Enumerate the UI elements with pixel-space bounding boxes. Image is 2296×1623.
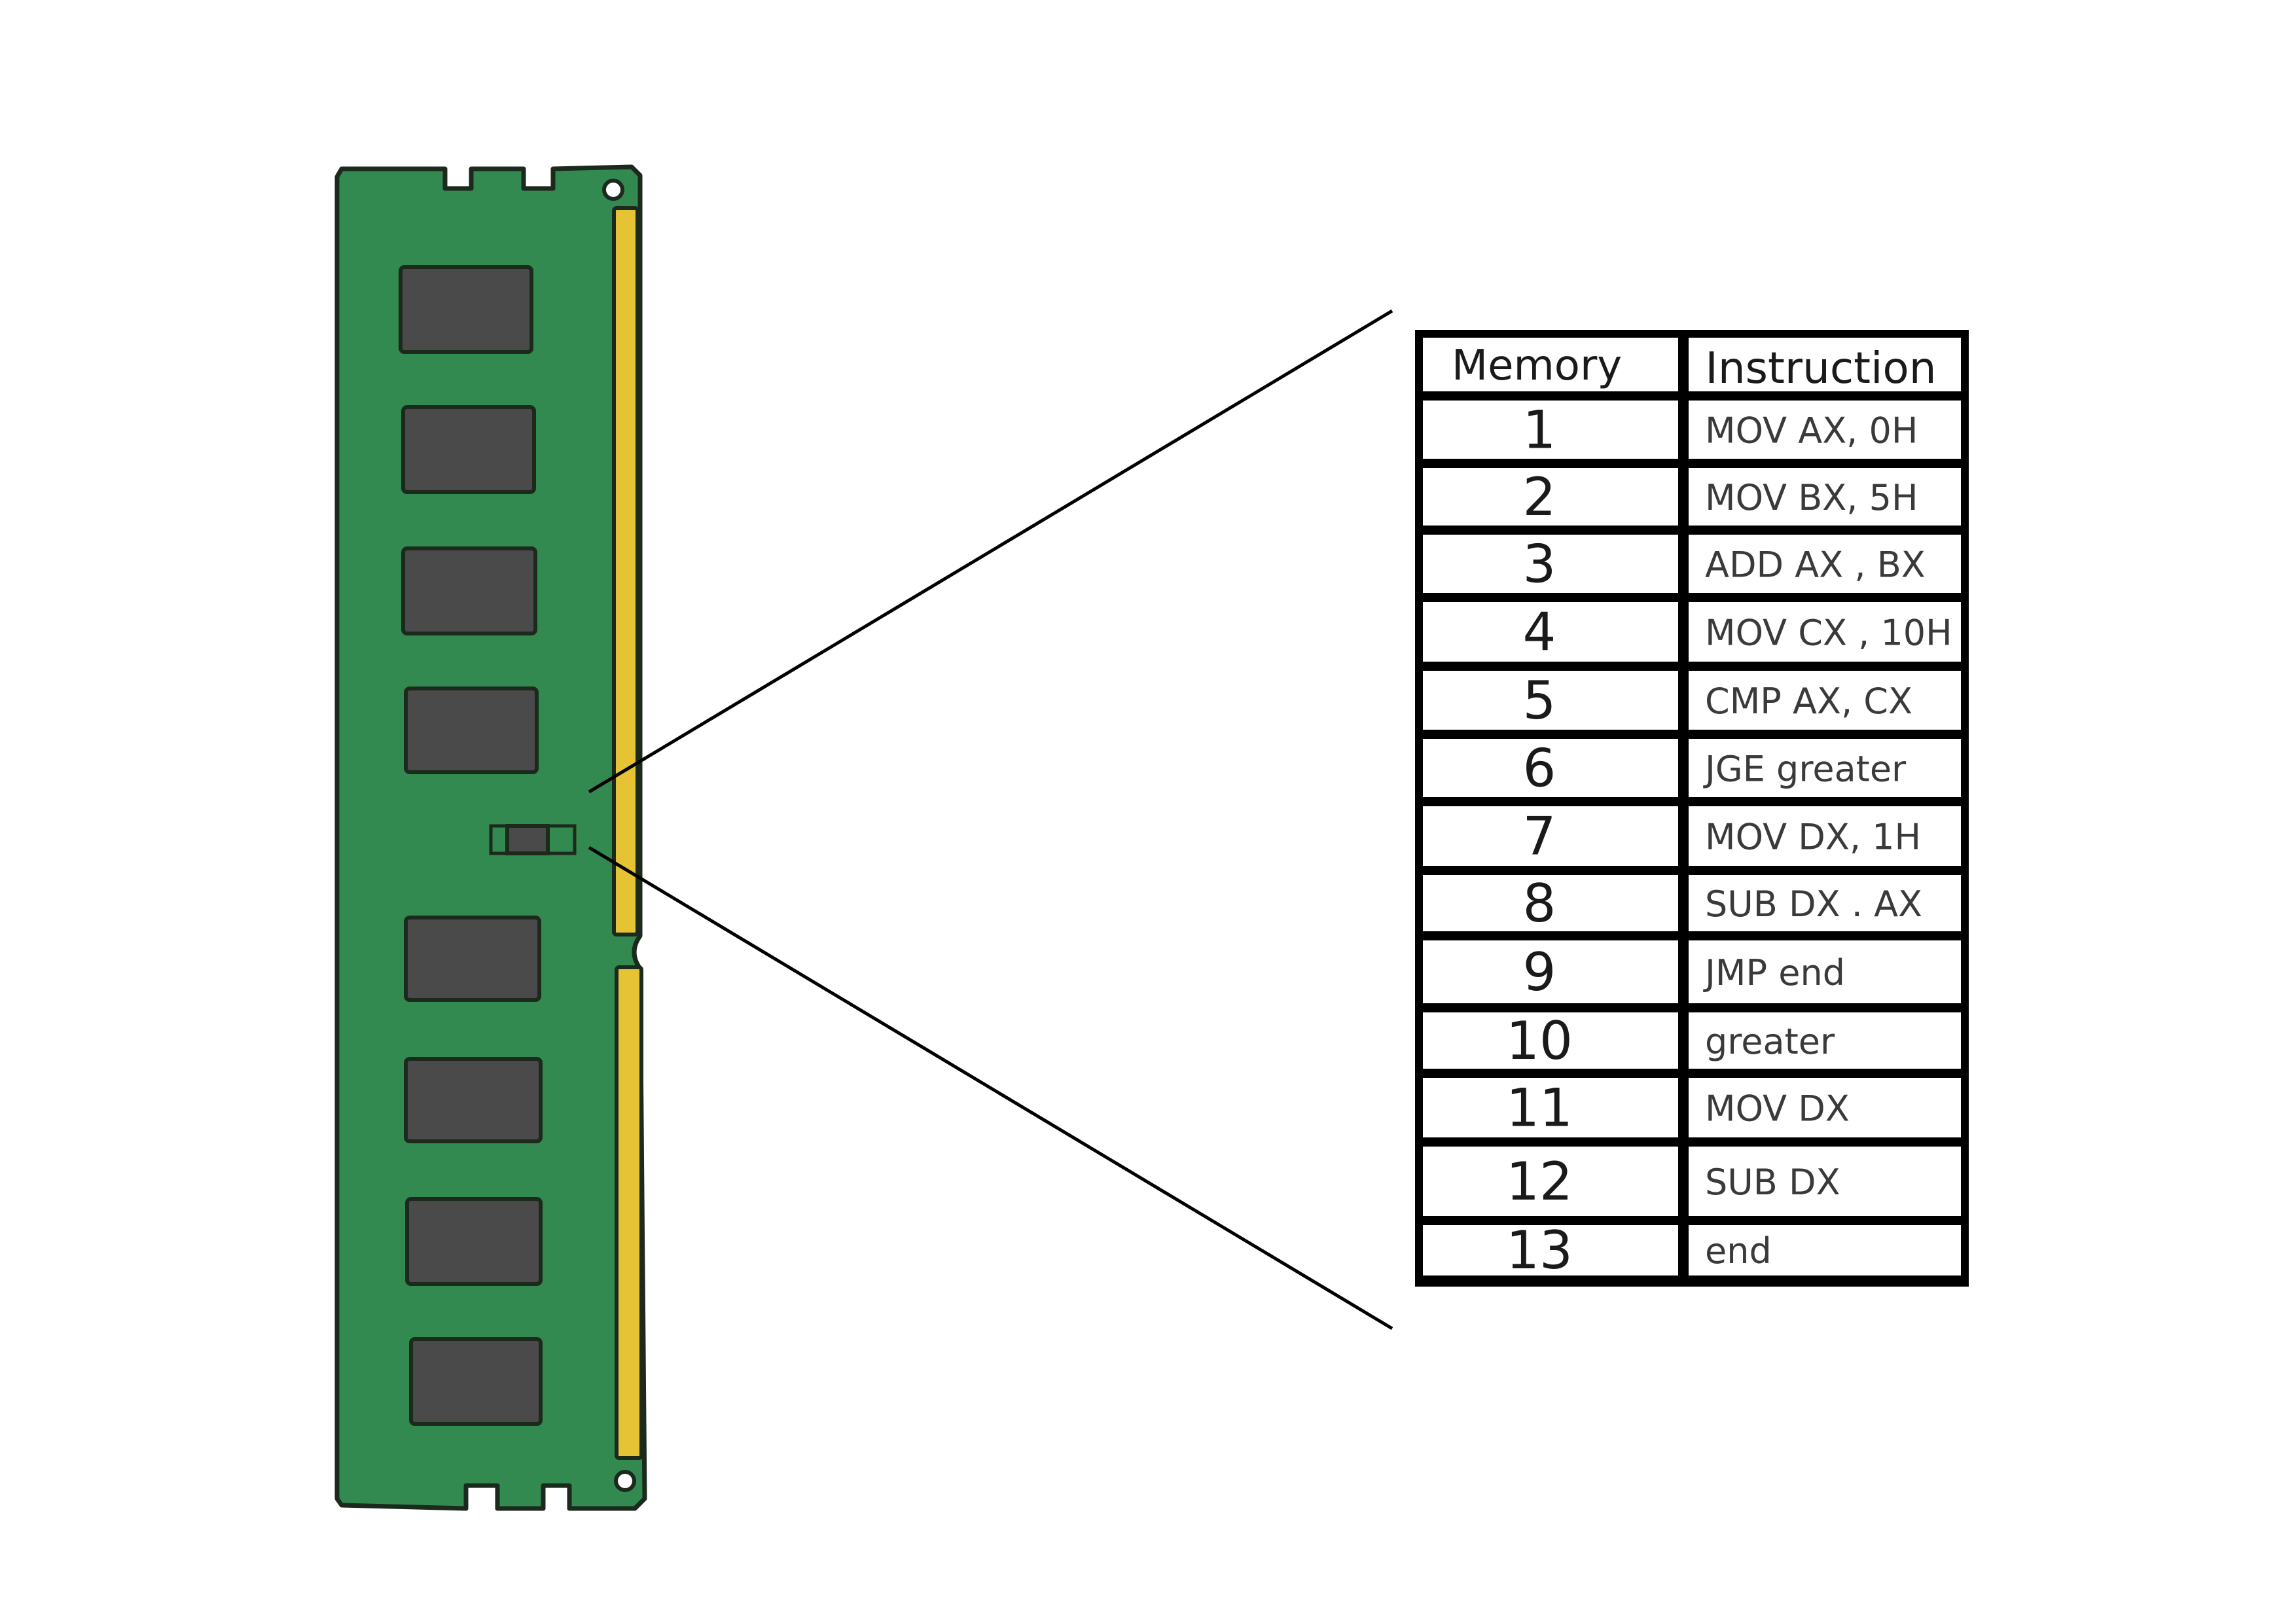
small-chip	[489, 824, 577, 855]
zoom-line-bottom	[588, 846, 1393, 1330]
memory-chip-7	[405, 1197, 543, 1286]
table-row: 1 MOV AX, 0H	[1523, 400, 1918, 461]
memory-address: 2	[1523, 467, 1556, 527]
memory-address: 7	[1523, 806, 1556, 867]
memory-chip-2	[401, 405, 536, 494]
table-row: 2 MOV BX, 5H	[1523, 467, 1918, 527]
instruction-text: MOV AX, 0H	[1705, 410, 1918, 452]
mounting-hole-top	[602, 179, 624, 201]
zoom-line-top	[588, 309, 1393, 794]
header-memory: Memory	[1452, 342, 1622, 390]
instruction-text: JGE greater	[1703, 749, 1907, 790]
table-row: 5 CMP AX, CX	[1523, 670, 1912, 731]
memory-chip-5	[404, 916, 541, 1002]
table-row: 7 MOV DX, 1H	[1523, 806, 1922, 867]
memory-address: 6	[1523, 738, 1556, 799]
memory-address: 5	[1523, 670, 1556, 731]
instruction-text: MOV BX, 5H	[1705, 477, 1918, 518]
instruction-text: ADD AX , BX	[1705, 544, 1926, 586]
memory-address: 12	[1506, 1151, 1573, 1212]
memory-address: 3	[1523, 534, 1556, 595]
memory-address: 1	[1523, 400, 1556, 461]
memory-address: 13	[1506, 1220, 1573, 1281]
memory-address: 8	[1523, 873, 1556, 934]
table-row: 6 JGE greater	[1523, 738, 1907, 799]
table-row: 8 SUB DX . AX	[1523, 873, 1922, 934]
memory-chip-8	[409, 1337, 543, 1426]
instruction-text: end	[1705, 1230, 1772, 1272]
instruction-text: JMP end	[1703, 952, 1845, 993]
gold-contacts-lower	[615, 965, 643, 1460]
instruction-text: MOV CX , 10H	[1705, 613, 1952, 654]
table-row: 3 ADD AX , BX	[1523, 534, 1926, 595]
instruction-text: CMP AX, CX	[1705, 681, 1912, 722]
instruction-text: MOV DX	[1705, 1088, 1850, 1130]
table-row: 10 greater	[1506, 1010, 1835, 1071]
memory-chip-4	[404, 687, 539, 774]
memory-address: 11	[1506, 1078, 1573, 1139]
memory-address: 9	[1523, 942, 1556, 1003]
table-row: 12 SUB DX	[1506, 1151, 1840, 1212]
memory-chip-1	[399, 265, 533, 354]
table-row: 13 end	[1506, 1220, 1772, 1281]
ram-module	[334, 164, 647, 1511]
memory-address: 4	[1523, 602, 1556, 663]
memory-table: Memory Instruction 1 MOV AX, 0H 2 MOV BX, 5H 3…	[1415, 330, 1969, 1287]
memory-address: 10	[1506, 1010, 1573, 1071]
mounting-hole-bottom	[614, 1470, 636, 1492]
table-row: 11 MOV DX	[1506, 1078, 1850, 1139]
header-instruction: Instruction	[1705, 343, 1936, 393]
table-row: 9 JMP end	[1523, 942, 1845, 1003]
memory-chip-3	[401, 546, 537, 635]
instruction-text: MOV DX, 1H	[1705, 817, 1921, 858]
memory-chip-6	[404, 1057, 543, 1143]
instruction-text: SUB DX	[1705, 1162, 1840, 1203]
instruction-text: SUB DX . AX	[1705, 883, 1922, 925]
instruction-text: greater	[1705, 1021, 1835, 1062]
table-row: 4 MOV CX , 10H	[1523, 602, 1952, 663]
gold-contacts-upper	[612, 206, 639, 936]
